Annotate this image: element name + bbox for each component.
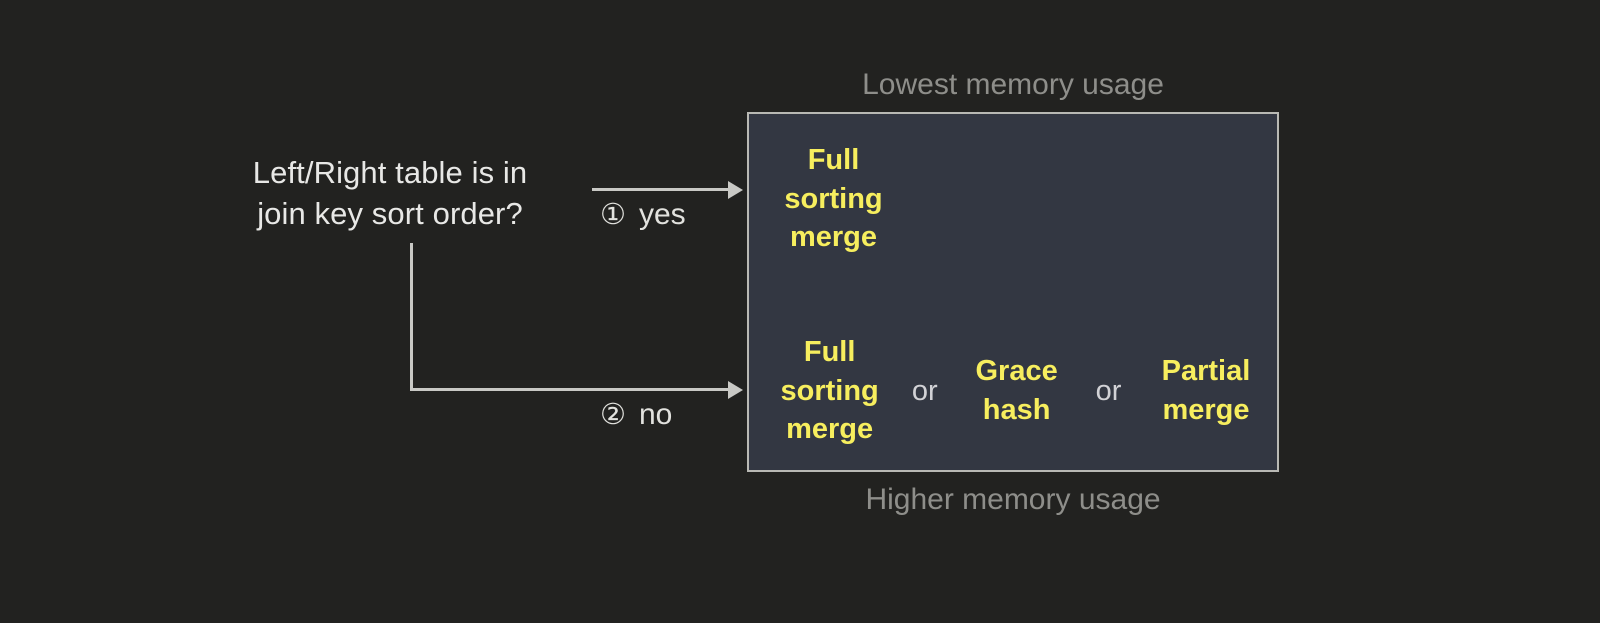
decision-question: Left/Right table is in join key sort ord… [200, 152, 580, 234]
connector-no-horizontal [410, 388, 730, 391]
caption-higher-memory: Higher memory usage [865, 483, 1161, 516]
option-row-yes: Full sorting merge [749, 134, 1277, 264]
option-separator-1: or [911, 374, 938, 407]
branch-yes-text: yes [639, 198, 686, 231]
option-full-sorting-merge-top: Full sorting merge [761, 141, 906, 257]
option-line-2: sorting [780, 374, 879, 407]
connector-no-vertical [410, 243, 413, 391]
option-line-2: hash [982, 394, 1051, 426]
option-grace-hash: Grace hash [951, 352, 1082, 429]
option-line-1: Full [803, 336, 856, 369]
option-separator-2: or [1095, 374, 1122, 407]
option-line-1: Full [807, 144, 860, 177]
option-line-1: Partial [1161, 355, 1251, 388]
branch-label-yes: ① yes [600, 200, 686, 230]
option-row-no: Full sorting merge or Grace hash or Part… [749, 326, 1277, 456]
question-line-1: Left/Right table is in [252, 155, 528, 190]
option-line-2: sorting [784, 182, 883, 215]
option-partial-merge: Partial merge [1135, 352, 1277, 429]
arrowhead-no-icon [728, 380, 743, 399]
circled-number-one-icon: ① [600, 198, 626, 231]
arrowhead-yes-icon [728, 180, 743, 199]
option-line-1: Grace [975, 355, 1058, 388]
connector-yes-horizontal [592, 188, 730, 191]
option-line-2: merge [1162, 394, 1250, 426]
branch-no-text: no [639, 398, 673, 431]
circled-number-two-icon: ② [600, 398, 626, 431]
option-full-sorting-merge-bottom: Full sorting merge [761, 333, 898, 449]
option-line-3: merge [786, 413, 874, 446]
branch-label-no: ② no [600, 400, 672, 430]
caption-lowest-memory: Lowest memory usage [862, 68, 1164, 101]
question-line-2: join key sort order? [257, 196, 523, 232]
option-line-3: merge [789, 221, 878, 254]
outcome-panel: Full sorting merge Full sorting merge or… [747, 112, 1279, 472]
